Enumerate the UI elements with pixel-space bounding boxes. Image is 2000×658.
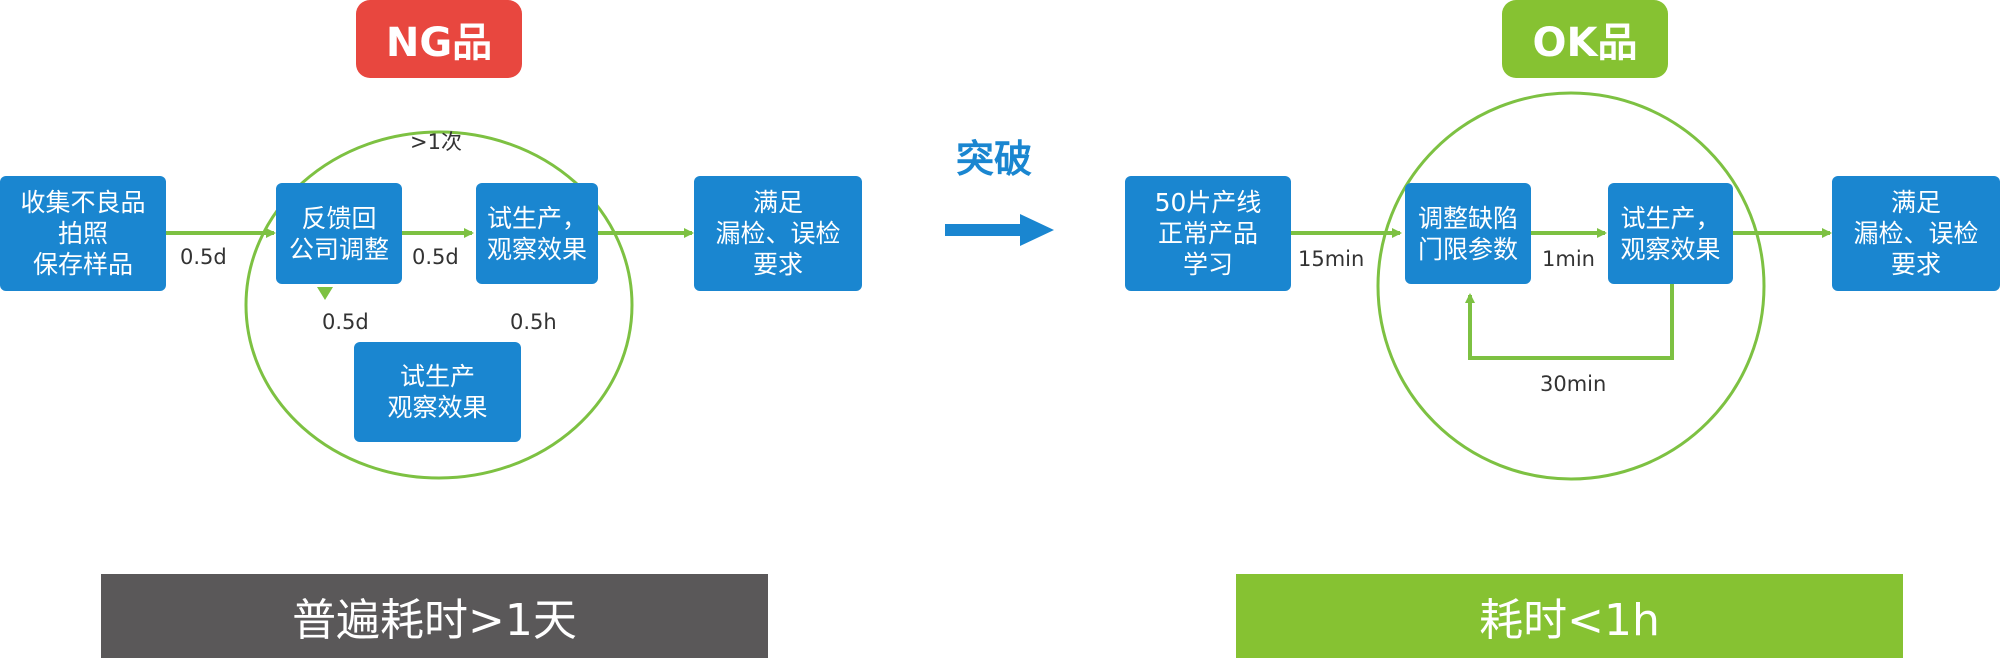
ng-step-feedback: 反馈回 公司调整 [276,183,402,284]
ok-feedback-loop-arrow [1465,284,1674,360]
ng-step-trial-2: 试生产 观察效果 [354,342,521,442]
ng-step-collect: 收集不良品 拍照 保存样品 [0,176,166,291]
ok-step-meet: 满足 漏检、误检 要求 [1832,176,2000,291]
breakthrough-title: 突破 [956,137,1033,181]
ng-loop-count-label: >1次 [410,130,462,154]
ng-label-feedback-down: 0.5d [322,310,369,334]
ng-step-trial: 试生产， 观察效果 [476,183,598,284]
ng-label-collect-feedback: 0.5d [180,245,227,269]
ok-step-learn: 50片产线 正常产品 学习 [1125,176,1291,291]
ok-label-learn-adjust: 15min [1298,247,1365,271]
ng-label-trial-down: 0.5h [510,310,557,334]
ok-label-adjust-trial: 1min [1542,247,1595,271]
ok-step-adjust: 调整缺陷 门限参数 [1405,183,1531,284]
ng-process-circle [244,130,634,480]
ng-step-meet: 满足 漏检、误检 要求 [694,176,862,291]
ok-step-trial: 试生产， 观察效果 [1608,183,1733,284]
ng-label-feedback-trial: 0.5d [412,245,459,269]
ng-down-triangle-icon [317,287,333,300]
ok-process-circle [1376,91,1766,481]
ng-tag: NG品 [356,0,522,78]
breakthrough-arrow-icon [945,214,1054,246]
ok-label-loop: 30min [1540,372,1607,396]
ng-time-banner: 普遍耗时>1天 [101,574,768,658]
ok-time-banner: 耗时<1h [1236,574,1903,658]
ok-tag: OK品 [1502,0,1668,78]
